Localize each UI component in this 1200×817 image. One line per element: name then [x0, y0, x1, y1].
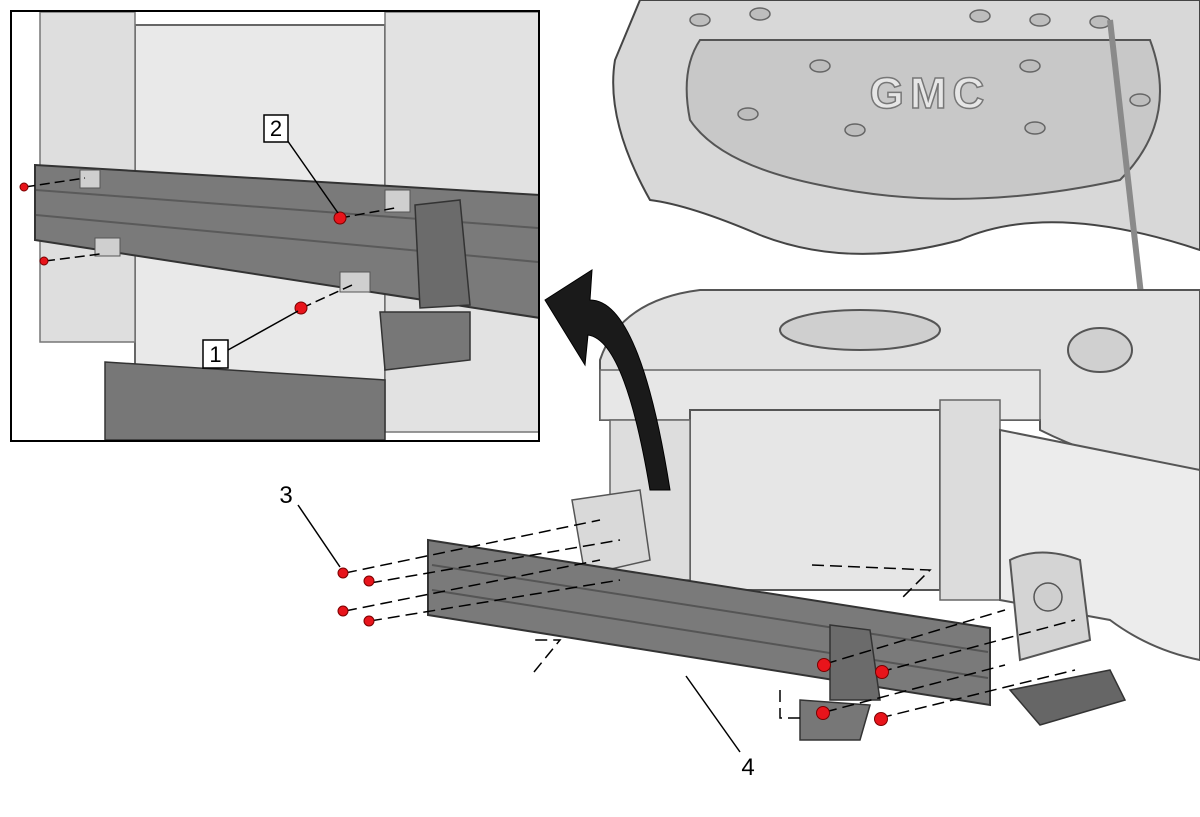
fastener-marker [39, 256, 49, 266]
fastener-marker [874, 712, 888, 726]
fastener-marker [875, 665, 889, 679]
hood-strut [1107, 19, 1148, 331]
fastener-marker [337, 605, 349, 617]
open-hood: GMC [612, 0, 1200, 255]
fastener-marker [19, 182, 29, 192]
fastener-marker [363, 615, 375, 627]
callout-2-label: 2 [270, 116, 282, 141]
fastener-marker [337, 567, 349, 579]
callout-4-label: 4 [741, 754, 754, 781]
fastener-alignment-lines [344, 519, 1076, 719]
fastener-marker [333, 211, 347, 225]
inset-reinforcement-bar [34, 163, 538, 319]
hood-emblem-text: GMC [870, 69, 991, 118]
callout-1: 1 [202, 310, 299, 369]
fasteners-inset [19, 182, 347, 315]
fastener-marker [816, 706, 830, 720]
vehicle-front-view: GMC [279, 0, 1200, 781]
callout-2: 2 [263, 114, 339, 214]
callout-3: 3 [279, 482, 341, 568]
callout-3-label: 3 [279, 482, 292, 509]
bumper-reinforcement-bar [427, 538, 991, 741]
radiator-support [571, 289, 1200, 726]
inset-detail-view: 2 1 [10, 10, 540, 442]
callout-1-label: 1 [209, 342, 221, 367]
callout-4: 4 [685, 675, 755, 781]
fastener-marker [817, 658, 831, 672]
fasteners-main [337, 567, 889, 726]
removal-direction-arrow [544, 269, 671, 491]
fastener-marker [363, 575, 375, 587]
